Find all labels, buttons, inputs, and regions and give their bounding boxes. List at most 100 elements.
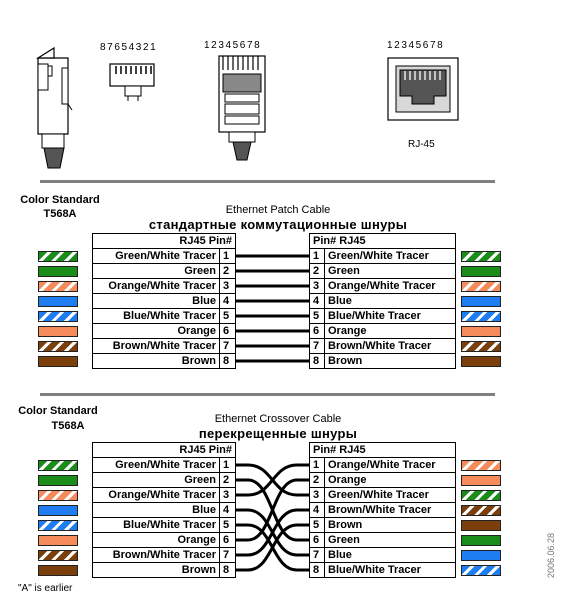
wire-line	[236, 508, 309, 557]
pin-number: 6	[309, 532, 325, 548]
pin-name: Blue	[324, 293, 456, 309]
pin-name: Brown/White Tracer	[324, 502, 456, 518]
wire-color-swatch-right	[461, 549, 501, 561]
wire-color-swatch-right	[461, 280, 501, 292]
wire-color-swatch-left	[38, 459, 78, 471]
wire-color-swatch-left	[38, 310, 78, 322]
jack-label: RJ-45	[408, 139, 435, 150]
wire-color-swatch-right	[461, 474, 501, 486]
pin-name: Blue	[324, 547, 456, 563]
pin-number: 2	[219, 263, 236, 279]
wire-color-swatch-left	[38, 564, 78, 576]
wire-color-swatch-right	[461, 519, 501, 531]
divider-top	[40, 180, 495, 183]
pin-numbers-forward: 12345678	[204, 40, 262, 51]
plug-front-view-illustration	[109, 63, 155, 101]
pin-number: 4	[219, 502, 236, 518]
wire-color-swatch-right	[461, 340, 501, 352]
plug-top-view-illustration	[218, 55, 266, 161]
wire-color-swatch-left	[38, 340, 78, 352]
wire-color-swatch-right	[461, 250, 501, 262]
wire-color-swatch-right	[461, 534, 501, 546]
pin-number: 8	[219, 353, 236, 369]
pin-numbers-reverse: 87654321	[100, 42, 158, 53]
pin-number: 3	[219, 487, 236, 503]
patch-title: Ethernet Patch Cable	[225, 204, 331, 216]
pin-name: Green/White Tracer	[92, 248, 220, 264]
pin-number: 4	[309, 502, 325, 518]
wire-line	[236, 478, 309, 542]
pin-name: Brown	[324, 517, 456, 533]
pin-number: 3	[219, 278, 236, 294]
crossover-left-header: RJ45 Pin#	[92, 442, 236, 458]
crossover-right-header: Pin# RJ45	[309, 442, 456, 458]
wire-color-swatch-left	[38, 250, 78, 262]
wire-color-swatch-left	[38, 519, 78, 531]
pin-number: 2	[219, 472, 236, 488]
wire-color-swatch-right	[461, 310, 501, 322]
wire-color-swatch-right	[461, 265, 501, 277]
wire-color-swatch-left	[38, 549, 78, 561]
wire-color-swatch-right	[461, 295, 501, 307]
crossover-title-russian: перекрещенные шнуры	[198, 426, 358, 441]
wire-color-swatch-left	[38, 265, 78, 277]
pin-number: 1	[219, 457, 236, 473]
pin-number: 1	[309, 457, 325, 473]
pin-number: 5	[309, 517, 325, 533]
pin-number: 8	[219, 562, 236, 578]
pin-name: Green/White Tracer	[324, 487, 456, 503]
pin-name: Green/White Tracer	[324, 248, 456, 264]
pin-name: Orange	[92, 532, 220, 548]
wire-color-swatch-left	[38, 474, 78, 486]
wire-line	[236, 523, 309, 572]
crossover-standard-name: T568A	[51, 420, 85, 432]
pin-name: Green/White Tracer	[92, 457, 220, 473]
pin-name: Brown	[324, 353, 456, 369]
pin-numbers-jack: 12345678	[387, 40, 445, 51]
patch-color-standard-label: Color Standard	[20, 194, 100, 206]
pin-name: Orange/White Tracer	[324, 278, 456, 294]
pin-name: Green	[324, 532, 456, 548]
pin-name: Green	[92, 472, 220, 488]
divider-middle	[40, 393, 495, 396]
patch-title-russian: стандартные коммутационные шнуры	[148, 217, 408, 232]
date-stamp: 2006.06.28	[546, 532, 556, 578]
pin-name: Orange/White Tracer	[92, 487, 220, 503]
pin-name: Blue	[92, 502, 220, 518]
pin-name: Orange	[324, 472, 456, 488]
pin-name: Orange/White Tracer	[324, 457, 456, 473]
pin-name: Brown	[92, 562, 220, 578]
wire-color-swatch-right	[461, 504, 501, 516]
wire-color-swatch-left	[38, 504, 78, 516]
plug-side-view-illustration	[35, 46, 73, 169]
pin-name: Brown/White Tracer	[92, 547, 220, 563]
wire-color-swatch-right	[461, 564, 501, 576]
wire-color-swatch-left	[38, 295, 78, 307]
